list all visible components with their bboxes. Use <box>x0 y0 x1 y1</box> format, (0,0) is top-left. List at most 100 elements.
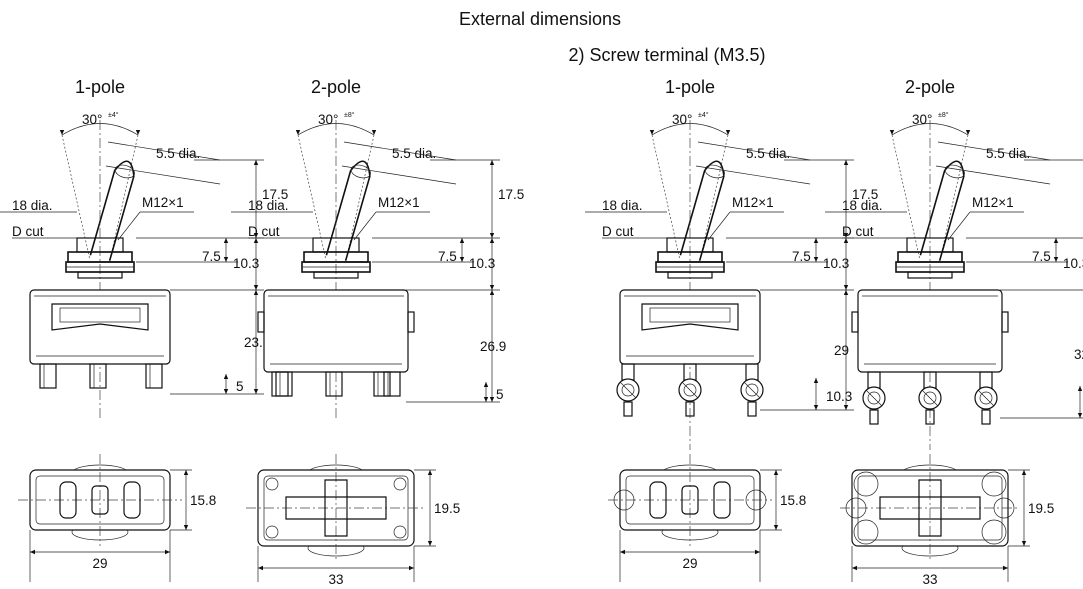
arrowhead <box>371 130 377 135</box>
switch-body <box>29 289 171 365</box>
arrowhead <box>965 130 971 135</box>
plan-cross-v <box>918 479 942 537</box>
arrowhead <box>773 470 779 475</box>
switch-body <box>263 289 409 373</box>
arrowhead <box>1077 413 1083 418</box>
arrowhead <box>1053 257 1059 262</box>
plan-terminal-left <box>59 481 77 519</box>
side-clip-left <box>851 311 859 333</box>
dcut-label: D cut <box>602 224 634 239</box>
solder-terminal <box>383 371 401 397</box>
arrowhead <box>843 160 849 165</box>
arrowhead <box>649 130 655 135</box>
arrowhead <box>489 160 495 165</box>
arrowhead <box>843 285 849 290</box>
lever-outline <box>919 160 965 261</box>
bushing-base <box>313 271 359 279</box>
lever-dia-leader-2 <box>105 165 221 185</box>
arrowhead <box>427 541 433 546</box>
angle-leg-right <box>109 134 139 261</box>
dim-body-label: 29 <box>834 343 849 358</box>
plan-terminal-center <box>91 485 109 515</box>
arrowhead <box>489 233 495 238</box>
lever-outline <box>89 160 135 261</box>
plan-terminal-right <box>123 481 141 519</box>
screw-slot <box>977 389 995 407</box>
dim-bushing-b: 10.3 <box>823 256 849 271</box>
angle-leg-right <box>699 134 729 261</box>
arrowhead <box>223 374 229 379</box>
thread-label: M12×1 <box>378 195 420 210</box>
bushing-base <box>77 271 123 279</box>
arrowhead <box>165 549 170 555</box>
angle-label: 30° <box>318 112 338 127</box>
diagram-subtitle: 2) Screw terminal (M3.5) <box>568 45 765 65</box>
lever-dia-label: 5.5 dia. <box>986 146 1030 161</box>
body-window-inner <box>649 307 731 323</box>
plan-terminal-left <box>649 481 667 519</box>
thread-label: M12×1 <box>142 195 184 210</box>
screw-slot <box>681 381 699 399</box>
body-window <box>51 303 149 331</box>
plan-screw-left <box>845 497 867 519</box>
arrowhead <box>843 233 849 238</box>
plan-corner-terminal <box>265 477 279 491</box>
screw-post <box>745 363 759 381</box>
arrowhead <box>253 285 259 290</box>
lever-dia-leader-2 <box>341 165 457 185</box>
plan-corner-terminal <box>393 477 407 491</box>
angle-leg-left <box>651 134 681 261</box>
plan-cross-h <box>879 496 981 520</box>
arrowhead <box>223 238 229 243</box>
body-window-inner <box>59 307 141 323</box>
arrowhead <box>813 238 819 243</box>
arrowhead <box>253 290 259 295</box>
plan-screw-left <box>613 489 635 511</box>
arrowhead <box>843 290 849 295</box>
arrowhead <box>1077 386 1083 391</box>
thread-leader <box>707 211 731 241</box>
arrowhead <box>135 130 141 135</box>
angle-tolerance: ±8° <box>344 111 355 119</box>
plan-cross-h <box>285 496 387 520</box>
dim-lever-label: 17.5 <box>262 187 288 202</box>
angle-label: 30° <box>912 112 932 127</box>
lever-outline <box>325 160 371 261</box>
toggle-lever <box>89 160 135 261</box>
plan-depth-label: 15.8 <box>190 493 216 508</box>
dim-bushing-b: 10.3 <box>1063 256 1083 271</box>
thread-label: M12×1 <box>972 195 1014 210</box>
angle-label: 30° <box>82 112 102 127</box>
angle-leg-left <box>891 134 921 261</box>
screw-post <box>867 371 881 389</box>
plan-corner-terminal <box>981 519 1007 545</box>
dim-terminal: 5 <box>236 379 244 394</box>
arrowhead <box>30 549 35 555</box>
plan-corner-terminal <box>853 471 879 497</box>
plan-corner-terminal <box>981 471 1007 497</box>
arrowhead <box>253 389 259 394</box>
solder-terminal <box>373 371 391 397</box>
screw-slot <box>743 381 761 399</box>
plan-terminal-right <box>713 481 731 519</box>
bushing-dia-label: 18 dia. <box>602 198 643 213</box>
arrowhead <box>773 525 779 530</box>
plan-corner-terminal <box>393 525 407 539</box>
arrowhead <box>755 549 760 555</box>
arrowhead <box>489 285 495 290</box>
dim-body-label: 26.9 <box>480 339 506 354</box>
plan-screw-right <box>993 497 1015 519</box>
plan-depth-label: 19.5 <box>434 501 460 516</box>
solder-terminal <box>39 363 57 389</box>
view-heading: 1-pole <box>665 77 715 97</box>
dim-terminal: 10.3 <box>826 389 852 404</box>
plan-width-label: 29 <box>682 556 697 571</box>
screw-inner <box>683 383 697 397</box>
screw-foot <box>869 409 879 425</box>
lever-dia-leader <box>937 141 1051 161</box>
arrowhead <box>483 397 489 402</box>
arrowhead <box>843 405 849 410</box>
